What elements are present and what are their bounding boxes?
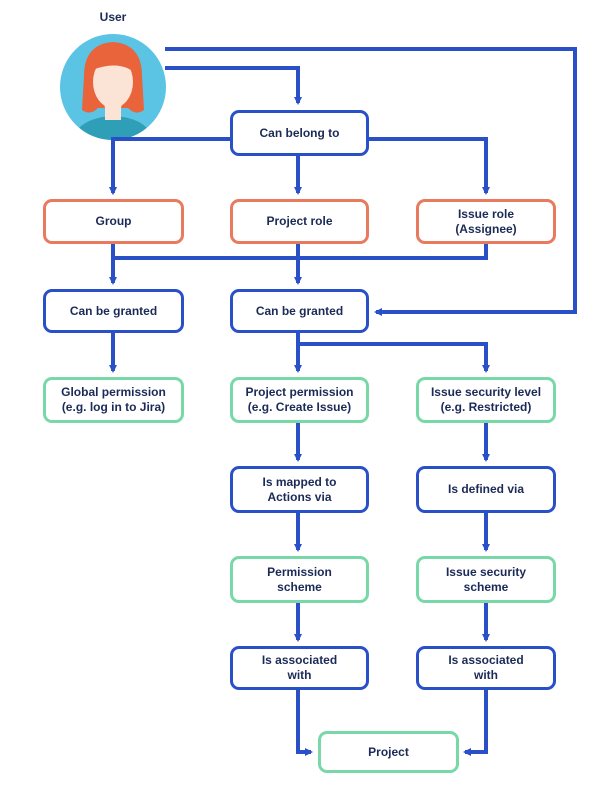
connector-associated-left-to-project <box>296 690 313 756</box>
is-associated-left-node: Is associated with <box>230 646 369 690</box>
is-associated-right-node: Is associated with <box>416 646 556 690</box>
issue-security-level-node: Issue security level (e.g. Restricted) <box>416 377 556 423</box>
can-belong-to-node: Can belong to <box>230 110 369 156</box>
connector-user-to-can-belong <box>165 66 302 105</box>
connector-can-belong-to-group <box>109 137 230 195</box>
user-avatar <box>60 34 166 140</box>
issue-security-scheme-node: Issue security scheme <box>416 556 556 603</box>
project-role-node: Project role <box>230 199 369 244</box>
connector-can-belong-to-issue-role <box>368 137 490 195</box>
global-permission-node: Global permission (e.g. log in to Jira) <box>43 377 184 423</box>
project-permission-node: Project permission (e.g. Create Issue) <box>230 377 369 423</box>
issue-role-node: Issue role (Assignee) <box>416 199 556 244</box>
connector-user-to-can-be-granted <box>165 47 577 316</box>
group-node: Group <box>43 199 184 244</box>
connector-associated-right-to-project <box>463 690 488 756</box>
project-node: Project <box>318 731 459 773</box>
can-be-granted-left-node: Can be granted <box>43 289 184 333</box>
is-mapped-to-node: Is mapped to Actions via <box>230 466 369 513</box>
connector-lines <box>109 47 577 756</box>
is-defined-via-node: Is defined via <box>416 466 556 513</box>
user-label: User <box>99 10 127 24</box>
can-be-granted-center-node: Can be granted <box>230 289 369 333</box>
permission-scheme-node: Permission scheme <box>230 556 369 603</box>
connector-can-be-granted-center-split <box>296 333 490 373</box>
